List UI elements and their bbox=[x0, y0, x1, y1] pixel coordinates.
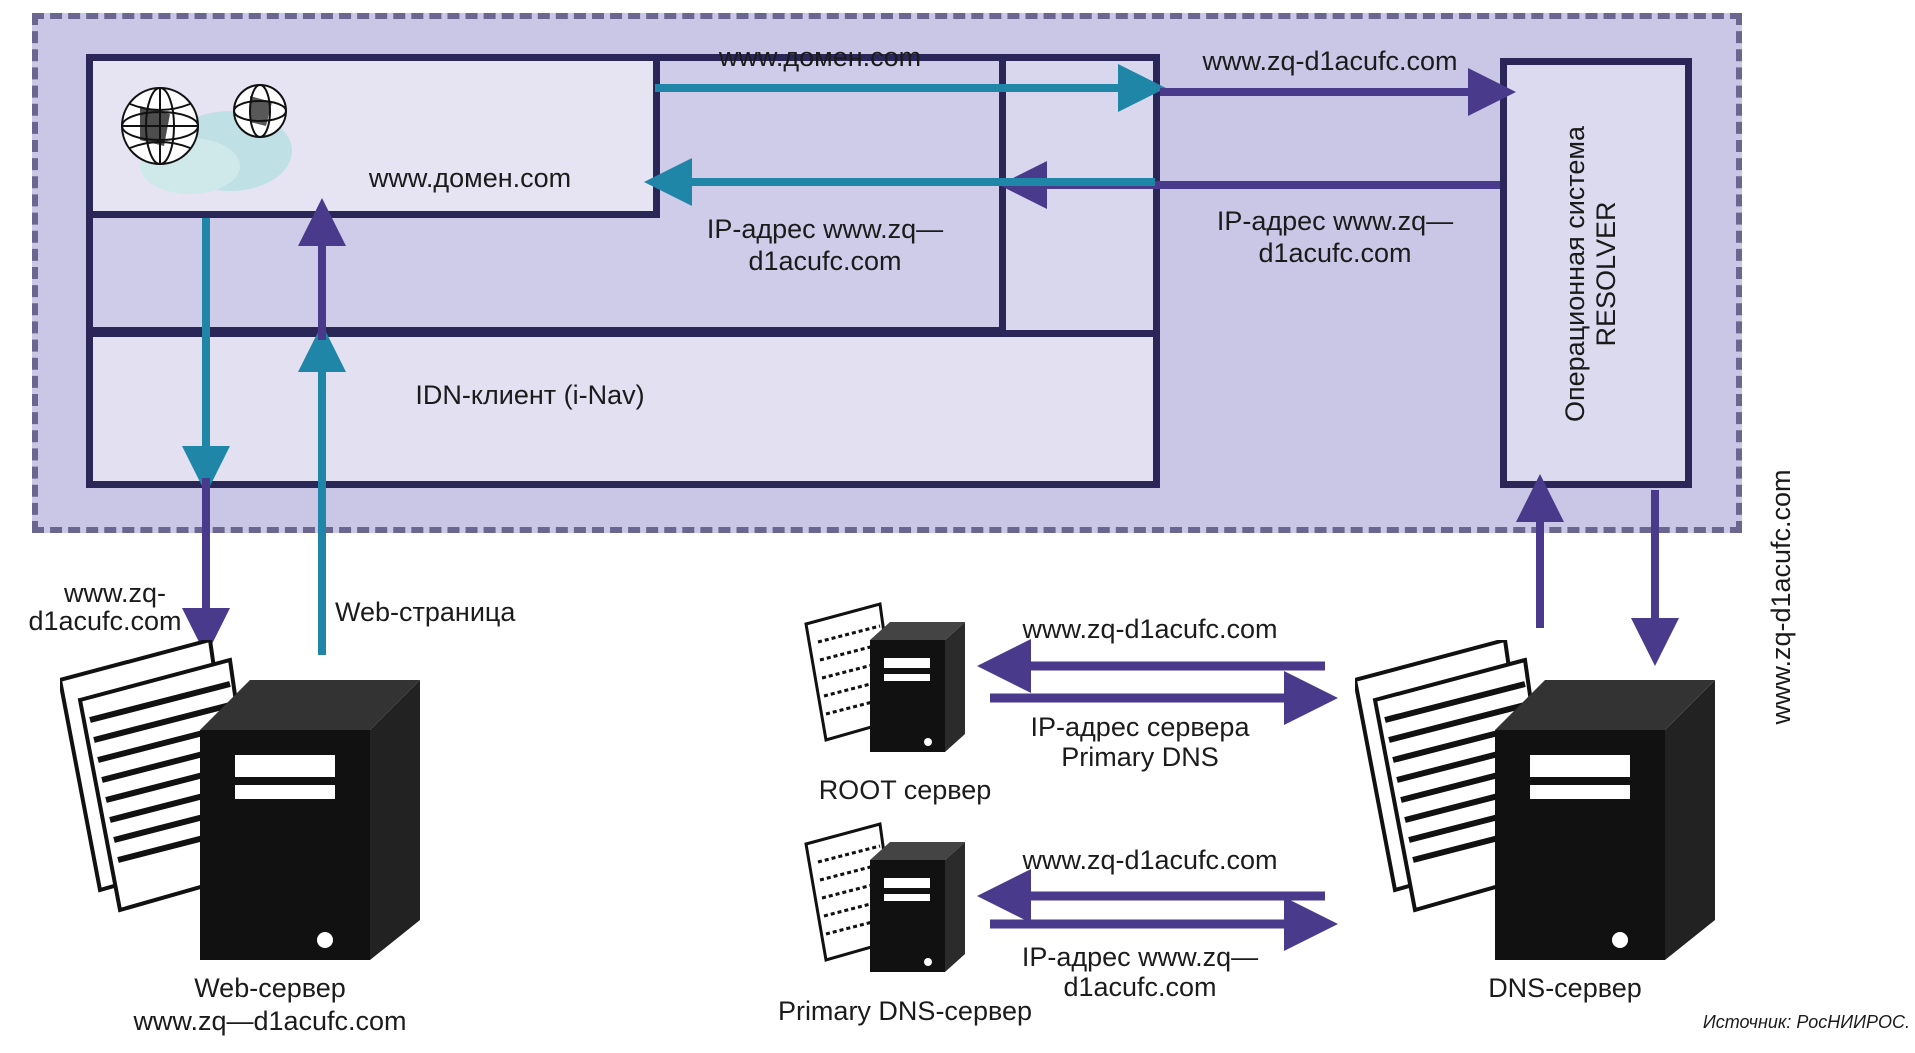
ip-right-label-1: IP-адрес www.zq— bbox=[1216, 206, 1454, 236]
globe-icon bbox=[100, 66, 300, 206]
idn-client-label: IDN-клиент (i-Nav) bbox=[415, 380, 645, 410]
browser-domain-label: www.домен.com bbox=[368, 163, 572, 193]
root-reply-label-2: Primary DNS bbox=[1061, 742, 1219, 772]
web-server-label-1: Web-сервер bbox=[194, 973, 346, 1003]
primary-reply-label-1: IP-адрес www.zq— bbox=[1021, 942, 1259, 972]
dns-server-icon bbox=[1355, 640, 1725, 970]
primary-reply-label-2: d1acufc.com bbox=[1063, 972, 1217, 1002]
top-arrow-domain-label: www.домен.com bbox=[718, 42, 922, 72]
source-note: Источник: РосНИИРОС. bbox=[1702, 1012, 1910, 1032]
left-request-label-1: www.zq- bbox=[63, 578, 166, 608]
top-arrow-puny-label: www.zq-d1acufc.com bbox=[1202, 46, 1458, 76]
os-resolver-box bbox=[1500, 58, 1692, 488]
web-server-icon bbox=[60, 640, 430, 970]
left-request-label-2: d1acufc.com bbox=[28, 606, 182, 636]
web-page-label: Web-страница bbox=[335, 597, 516, 627]
root-reply-label-1: IP-адрес сервера bbox=[1030, 712, 1250, 742]
dns-server-label: DNS-сервер bbox=[1488, 973, 1642, 1003]
root-server-icon bbox=[800, 600, 970, 760]
primary-request-label: www.zq-d1acufc.com bbox=[1022, 845, 1278, 875]
ip-left-label-1: IP-адрес www.zq— bbox=[706, 214, 944, 244]
primary-dns-server-icon bbox=[800, 820, 970, 980]
ip-right-label-2: d1acufc.com bbox=[1258, 238, 1412, 268]
root-request-label: www.zq-d1acufc.com bbox=[1022, 614, 1278, 644]
web-server-label-2: www.zq—d1acufc.com bbox=[133, 1006, 407, 1036]
idn-client-box bbox=[86, 330, 1160, 488]
root-server-label: ROOT сервер bbox=[818, 775, 992, 805]
primary-dns-server-label: Primary DNS-сервер bbox=[777, 996, 1033, 1026]
ip-left-label-2: d1acufc.com bbox=[748, 246, 902, 276]
